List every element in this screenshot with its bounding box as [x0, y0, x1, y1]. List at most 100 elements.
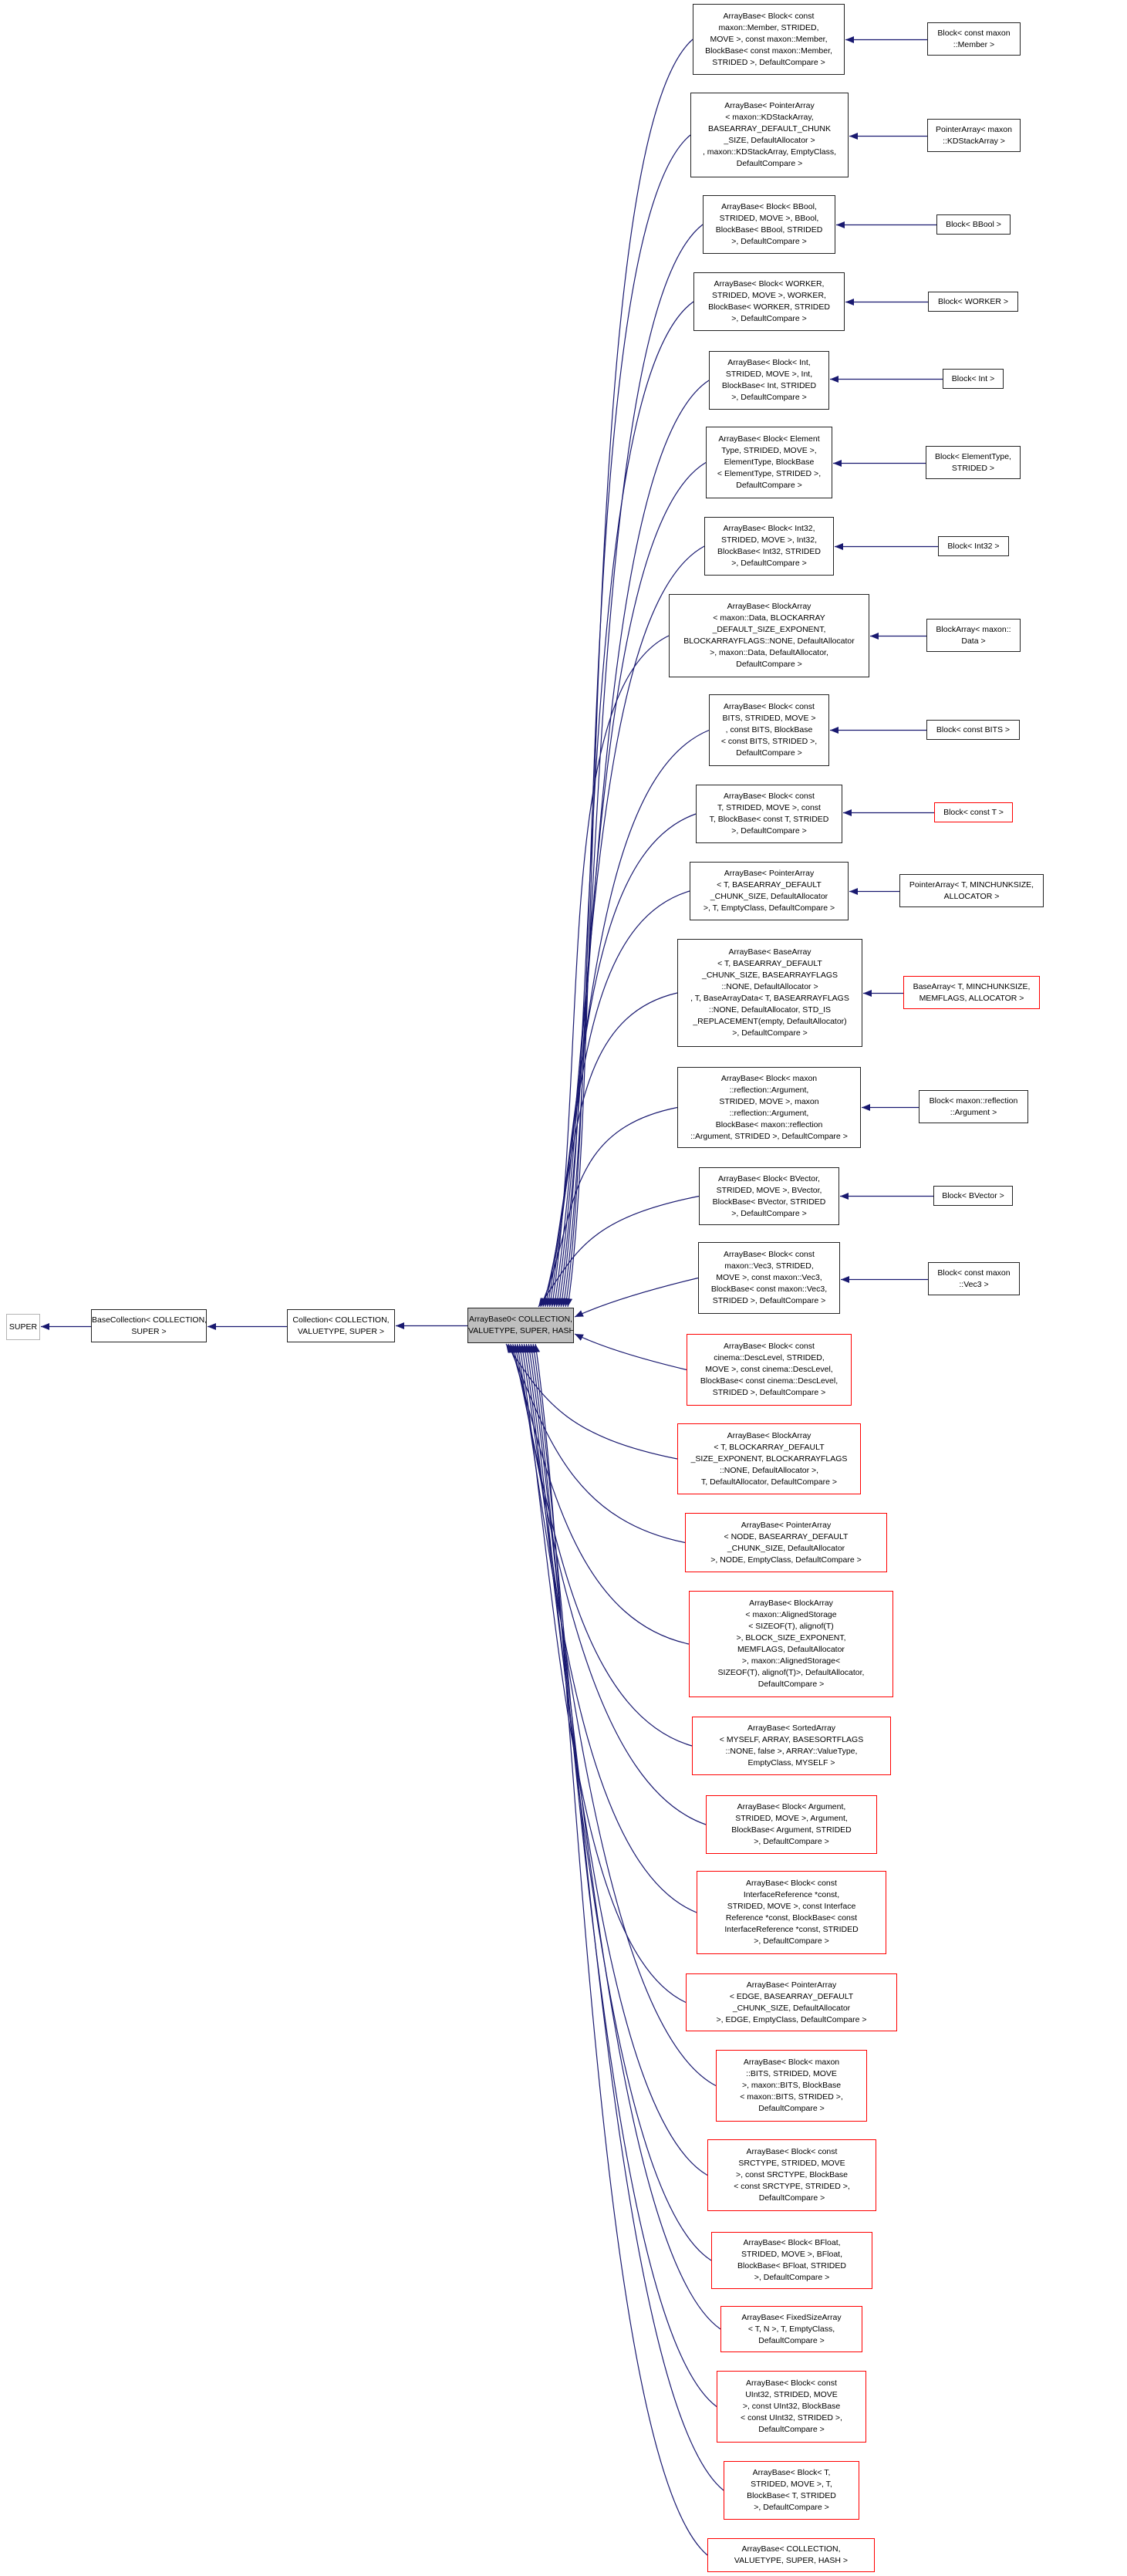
class-node-r8[interactable]: BlockArray< maxon::Data > [926, 619, 1021, 652]
class-node-m18[interactable]: ArrayBase< PointerArray< NODE, BASEARRAY… [685, 1513, 887, 1572]
node-label-line: < T, BASEARRAY_DEFAULT [717, 959, 822, 968]
node-label-line: Block< const T > [943, 807, 1004, 817]
class-node-m26[interactable]: ArrayBase< Block< BFloat,STRIDED, MOVE >… [711, 2232, 872, 2289]
class-node-m23[interactable]: ArrayBase< PointerArray< EDGE, BASEARRAY… [686, 1973, 897, 2031]
class-node-basecollection[interactable]: BaseCollection< COLLECTION,SUPER > [91, 1309, 207, 1342]
node-label-line: MOVE >, const maxon::Member, [710, 34, 828, 44]
class-node-r6[interactable]: Block< ElementType,STRIDED > [926, 446, 1021, 479]
class-node-m27[interactable]: ArrayBase< FixedSizeArray< T, N >, T, Em… [720, 2306, 862, 2352]
node-label-line: Reference *const, BlockBase< const [725, 1913, 858, 1923]
class-node-r4[interactable]: Block< WORKER > [928, 292, 1018, 312]
node-label-line: < maxon::AlignedStorage [745, 1610, 837, 1619]
node-label-line: < maxon::BITS, STRIDED >, [740, 2092, 843, 2102]
node-label-line: BlockBase< Int32, STRIDED [717, 547, 821, 556]
class-node-m14[interactable]: ArrayBase< Block< BVector,STRIDED, MOVE … [699, 1167, 839, 1225]
node-label-line: T, STRIDED, MOVE >, const [717, 803, 821, 812]
node-label-line: UInt32, STRIDED, MOVE [745, 2390, 838, 2399]
node-label-line: < const UInt32, STRIDED >, [741, 2413, 842, 2422]
class-node-m20[interactable]: ArrayBase< SortedArray< MYSELF, ARRAY, B… [692, 1717, 891, 1775]
inheritance-edge [531, 1343, 724, 2491]
class-node-m3[interactable]: ArrayBase< Block< BBool, STRIDED, MOVE >,… [703, 195, 835, 254]
node-label-line: ArrayBase< Block< BBool, [721, 202, 817, 211]
node-label-line: >, maxon::AlignedStorage< [741, 1656, 841, 1666]
class-node-m13[interactable]: ArrayBase< Block< maxon::reflection::Arg… [677, 1067, 861, 1148]
node-label-line: < MYSELF, ARRAY, BASESORTFLAGS [719, 1735, 864, 1744]
node-label-line: DefaultCompare > [758, 1680, 825, 1689]
inheritance-edge [505, 1343, 678, 1460]
class-node-m21[interactable]: ArrayBase< Block< Argument,STRIDED, MOVE… [706, 1795, 877, 1854]
node-label-line: PointerArray< maxon [936, 124, 1012, 134]
class-node-r9[interactable]: Block< const BITS > [926, 720, 1020, 740]
class-node-m29[interactable]: ArrayBase< Block< T,STRIDED, MOVE >, T,B… [724, 2461, 859, 2520]
node-label-line: ArrayBase< Block< Element [718, 434, 820, 444]
class-node-m8[interactable]: ArrayBase< BlockArray< maxon::Data, BLOC… [669, 594, 869, 677]
node-label-line: ArrayBase< Block< Argument, [737, 1802, 846, 1811]
node-label-line: < EDGE, BASEARRAY_DEFAULT [729, 1991, 854, 2001]
node-label-line: STRIDED, MOVE >, BBool, [719, 214, 819, 223]
node-label-line: < const SRCTYPE, STRIDED >, [734, 2182, 850, 2191]
node-label-line: SUPER [8, 1322, 38, 1332]
node-label-line: BASEARRAY_DEFAULT_CHUNK [708, 124, 831, 133]
class-node-m30[interactable]: ArrayBase< COLLECTION,VALUETYPE, SUPER, … [707, 2538, 875, 2572]
class-node-m11[interactable]: ArrayBase< PointerArray < T, BASEARRAY_DE… [690, 862, 849, 920]
node-label-line: ArrayBase0< COLLECTION, [469, 1315, 572, 1324]
class-node-m2[interactable]: ArrayBase< PointerArray< maxon::KDStackA… [690, 93, 849, 177]
node-label-line: ::reflection::Argument, [729, 1085, 809, 1095]
node-label-line: ArrayBase< Block< const [724, 702, 815, 711]
node-label-line: ::Argument, STRIDED >, DefaultCompare > [690, 1131, 848, 1141]
node-label-line: ArrayBase< PointerArray [746, 1980, 837, 1990]
class-node-r12[interactable]: BaseArray< T, MINCHUNKSIZE,MEMFLAGS, ALL… [903, 976, 1040, 1009]
class-node-r15[interactable]: Block< const maxon::Vec3 > [928, 1262, 1020, 1295]
node-label-line: >, DefaultCompare > [732, 1028, 808, 1038]
class-node-r2[interactable]: PointerArray< maxon::KDStackArray > [927, 119, 1021, 152]
class-node-m7[interactable]: ArrayBase< Block< Int32,STRIDED, MOVE >,… [704, 517, 834, 576]
node-label-line: ::Vec3 > [959, 1279, 989, 1289]
node-label-line: _CHUNK_SIZE, DefaultAllocator [727, 1543, 845, 1553]
node-label-line: ::Member > [953, 39, 995, 49]
node-label-line: ArrayBase< BaseArray [728, 947, 812, 957]
node-label-line: Block< maxon::reflection [929, 1096, 1018, 1106]
class-node-m17[interactable]: ArrayBase< BlockArray< T, BLOCKARRAY_DEF… [677, 1423, 861, 1494]
class-node-m5[interactable]: ArrayBase< Block< Int,STRIDED, MOVE >, I… [709, 351, 829, 410]
class-node-r13[interactable]: Block< maxon::reflection::Argument > [919, 1090, 1028, 1123]
node-label-line: >, DefaultCompare > [731, 393, 807, 402]
class-node-m12[interactable]: ArrayBase< BaseArray < T, BASEARRAY_DEFAU… [677, 939, 862, 1047]
class-node-m24[interactable]: ArrayBase< Block< maxon::BITS, STRIDED, … [716, 2050, 867, 2122]
class-node-r5[interactable]: Block< Int > [943, 369, 1004, 389]
node-label-line: BlockBase< const maxon::Member, [705, 46, 832, 56]
class-node-r10[interactable]: Block< const T > [934, 802, 1013, 822]
class-node-r1[interactable]: Block< const maxon::Member > [927, 22, 1021, 56]
inheritance-edge [517, 1343, 687, 2004]
class-node-collection[interactable]: Collection< COLLECTION,VALUETYPE, SUPER … [287, 1309, 395, 1342]
node-label-line: Block< BBool > [946, 219, 1001, 229]
node-label-line: BlockBase< BFloat, STRIDED [737, 2261, 846, 2270]
node-label-line: BlockBase< T, STRIDED [747, 2491, 836, 2500]
class-node-m19[interactable]: ArrayBase< BlockArray< maxon::AlignedSto… [689, 1591, 893, 1697]
class-node-r11[interactable]: PointerArray< T, MINCHUNKSIZE,ALLOCATOR … [899, 874, 1044, 907]
node-label-line: >, T, EmptyClass, DefaultCompare > [703, 903, 835, 913]
class-node-m4[interactable]: ArrayBase< Block< WORKER,STRIDED, MOVE >… [693, 272, 845, 331]
node-label-line: SIZEOF(T), alignof(T)>, DefaultAllocator… [717, 1668, 865, 1677]
node-label-line: BaseCollection< COLLECTION, [92, 1315, 207, 1325]
node-label-line: Block< ElementType, [935, 451, 1011, 461]
node-label-line: InterfaceReference *const, [743, 1890, 840, 1899]
node-label-line: STRIDED, MOVE >, Int, [725, 370, 813, 379]
node-label-line: _CHUNK_SIZE, DefaultAllocator [710, 892, 828, 901]
node-label-line: BaseArray< T, MINCHUNKSIZE, [913, 981, 1031, 991]
class-node-r3[interactable]: Block< BBool > [936, 214, 1011, 235]
class-node-r14[interactable]: Block< BVector > [933, 1186, 1013, 1206]
class-node-r7[interactable]: Block< Int32 > [938, 536, 1009, 556]
node-label-line: STRIDED >, DefaultCompare > [712, 57, 825, 67]
node-label-line: < T, BASEARRAY_DEFAULT [717, 880, 822, 890]
node-label-line: ArrayBase< PointerArray [724, 869, 815, 878]
